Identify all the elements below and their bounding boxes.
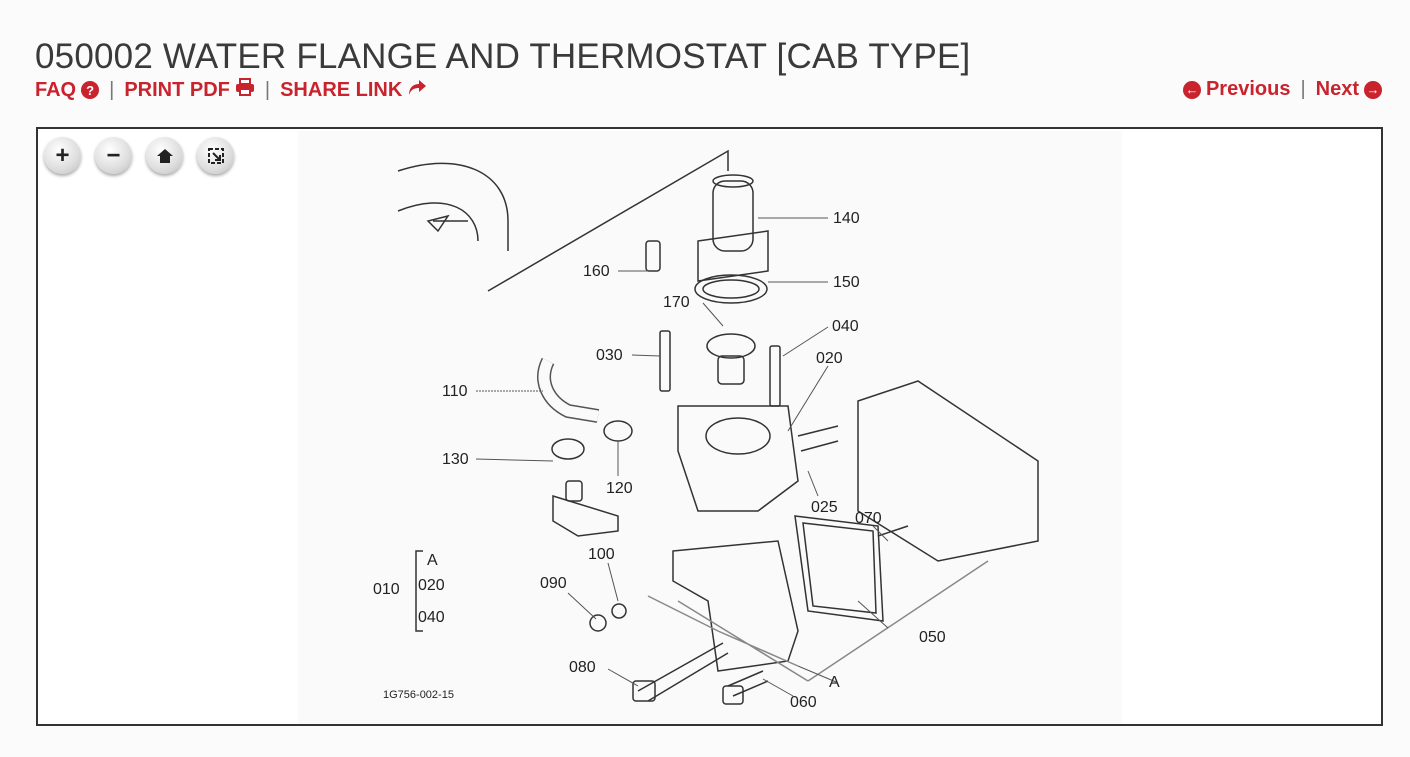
fullscreen-button[interactable]: [197, 137, 234, 174]
share-link[interactable]: SHARE LINK: [280, 78, 427, 102]
callout-label-060[interactable]: 060: [790, 694, 817, 711]
callout-label-140[interactable]: 140: [833, 210, 860, 227]
callout-labels: 140 150 160 170 040 030 020 110 130 120 025 070 100 0…: [373, 210, 946, 711]
faq-link[interactable]: FAQ?: [35, 78, 100, 102]
callout-label-130[interactable]: 130: [442, 451, 469, 468]
fullscreen-icon: [207, 147, 224, 164]
parts-diagram[interactable]: 140 150 160 170 040 030 020 110 130 120 025 070 100 0…: [298, 131, 1122, 724]
next-label: Next: [1315, 78, 1359, 100]
callout-label-110[interactable]: 110: [442, 383, 468, 400]
page-title: 050002 WATER FLANGE AND THERMOSTAT [CAB …: [35, 37, 971, 77]
previous-label: Previous: [1205, 78, 1291, 100]
callout-label-020[interactable]: 020: [418, 577, 445, 594]
callout-label-040[interactable]: 040: [418, 609, 445, 626]
callout-label-070[interactable]: 070: [855, 510, 882, 527]
print-pdf-label: PRINT PDF: [124, 78, 230, 101]
home-button[interactable]: [146, 137, 183, 174]
callout-label-A[interactable]: A: [829, 674, 840, 691]
callout-label-120[interactable]: 120: [606, 480, 633, 497]
callout-label-100[interactable]: 100: [588, 546, 615, 563]
print-pdf-link[interactable]: PRINT PDF: [124, 78, 255, 102]
callout-label-150[interactable]: 150: [833, 274, 860, 291]
parts-illustration: [397, 149, 1039, 705]
share-link-label: SHARE LINK: [280, 78, 403, 101]
callout-label-090[interactable]: 090: [540, 575, 567, 592]
faq-label: FAQ: [35, 78, 77, 101]
print-icon: [235, 78, 255, 102]
arrow-right-circle-icon: →: [1364, 80, 1382, 99]
zoom-in-button[interactable]: +: [44, 137, 81, 174]
diagram-code: 1G756-002-15: [383, 689, 454, 701]
parts-diagram-drawing: 140 150 160 170 040 030 020 110 130 120 025 070 100 0…: [373, 149, 1039, 711]
arrow-left-circle-icon: ←: [1182, 80, 1201, 99]
toolbar: FAQ? | PRINT PDF | SHARE LINK: [35, 78, 427, 102]
callout-label-020[interactable]: 020: [816, 350, 843, 367]
callout-label-050[interactable]: 050: [919, 629, 946, 646]
diagram-viewer[interactable]: + −: [36, 127, 1383, 726]
question-circle-icon: ?: [81, 81, 100, 99]
plus-icon: +: [55, 141, 70, 169]
callout-label-080[interactable]: 080: [569, 659, 596, 676]
zoom-out-button[interactable]: −: [95, 137, 132, 174]
separator: |: [1300, 78, 1306, 100]
viewer-controls: + −: [44, 137, 234, 174]
callout-label-040[interactable]: 040: [832, 318, 859, 335]
pagination-nav: ←Previous | Next →: [1182, 78, 1382, 101]
home-icon: [156, 148, 173, 163]
previous-link[interactable]: ←Previous: [1182, 78, 1291, 101]
callout-label-A[interactable]: A: [427, 552, 438, 569]
callout-label-030[interactable]: 030: [596, 347, 623, 364]
callout-label-025[interactable]: 025: [811, 499, 838, 516]
next-link[interactable]: Next →: [1316, 78, 1382, 101]
share-icon: [407, 78, 427, 102]
separator: |: [264, 78, 271, 101]
separator: |: [109, 78, 115, 101]
callout-label-010[interactable]: 010: [373, 581, 400, 598]
leader-lines: [475, 217, 889, 697]
callout-label-170[interactable]: 170: [663, 294, 690, 311]
callout-label-160[interactable]: 160: [583, 263, 610, 280]
minus-icon: −: [106, 141, 121, 169]
